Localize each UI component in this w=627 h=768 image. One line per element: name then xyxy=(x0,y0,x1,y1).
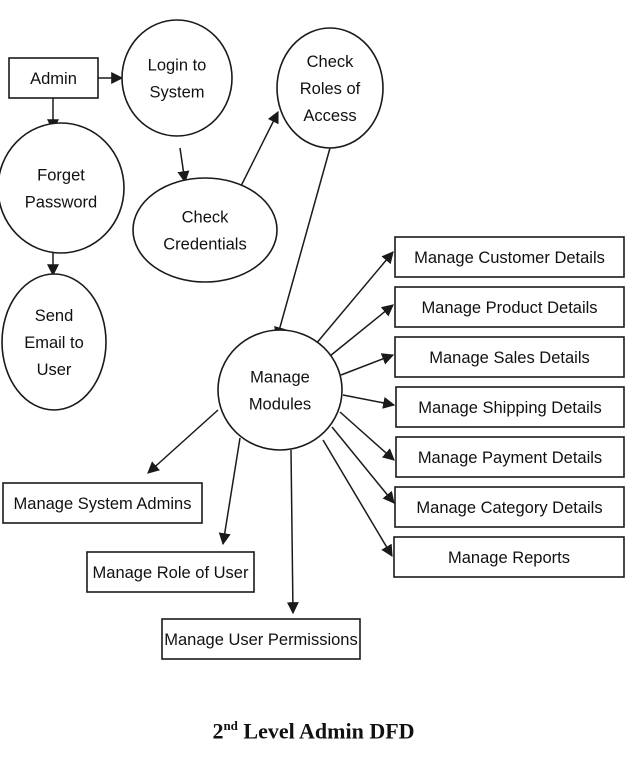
node-admin: Admin xyxy=(8,57,99,99)
check-credentials-label-line: Credentials xyxy=(163,236,246,254)
manage-modules-label-line: Manage xyxy=(250,369,310,387)
node-reports: Manage Reports xyxy=(393,536,625,578)
login-label-line: System xyxy=(149,84,204,102)
forget-password-label-line: Forget xyxy=(37,167,85,185)
manage-modules-process-circle xyxy=(217,329,343,451)
node-role-of-user: Manage Role of User xyxy=(86,551,255,593)
arrow-manage-modules-to-shipping-details xyxy=(342,394,396,409)
product-details-box xyxy=(394,286,625,328)
arrow-manage-modules-to-category-details xyxy=(331,426,395,504)
login-label-line: Login to xyxy=(148,57,207,75)
admin-label-line: Admin xyxy=(30,70,77,88)
node-product-details: Manage Product Details xyxy=(394,286,625,328)
check-roles-process-circle xyxy=(276,27,384,149)
role-of-user-label-line: Manage Role of User xyxy=(93,564,249,582)
arrow-manage-modules-to-customer-details xyxy=(314,251,394,346)
user-permissions-label-line: Manage User Permissions xyxy=(164,631,358,649)
node-user-permissions: Manage User Permissions xyxy=(161,618,361,660)
node-login: Login to System xyxy=(121,19,233,137)
category-details-box xyxy=(394,486,625,528)
forget-password-process-circle xyxy=(0,122,125,254)
send-email-label-line: Send xyxy=(35,307,74,325)
arrow-manage-modules-to-reports xyxy=(322,439,393,558)
customer-details-box xyxy=(394,236,625,278)
send-email-label-line: Email to xyxy=(24,334,84,352)
node-category-details: Manage Category Details xyxy=(394,486,625,528)
node-shipping-details: Manage Shipping Details xyxy=(395,386,625,428)
arrow-manage-modules-to-system-admins xyxy=(147,409,219,474)
send-email-label-line: User xyxy=(37,361,72,379)
node-payment-details: Manage Payment Details xyxy=(395,436,625,478)
sales-details-box xyxy=(394,336,625,378)
forget-password-label-line: Password xyxy=(25,194,97,212)
send-email-process-circle xyxy=(1,273,107,411)
payment-details-label-line: Manage Payment Details xyxy=(418,449,602,467)
reports-label-line: Manage Reports xyxy=(448,549,570,567)
payment-details-box xyxy=(395,436,625,478)
arrow-manage-modules-to-product-details xyxy=(329,304,394,357)
arrow-check-roles-to-manage-modules xyxy=(274,147,331,340)
arrow-manage-modules-to-role-of-user xyxy=(218,437,241,546)
arrow-manage-modules-to-sales-details xyxy=(340,353,395,376)
check-roles-label-line: Check xyxy=(307,53,355,71)
sales-details-label-line: Manage Sales Details xyxy=(429,349,590,367)
arrow-login-to-check-credentials xyxy=(177,147,190,184)
arrow-manage-modules-to-payment-details xyxy=(339,411,395,461)
customer-details-label-line: Manage Customer Details xyxy=(414,249,605,267)
manage-modules-label-line: Modules xyxy=(249,396,311,414)
reports-box xyxy=(393,536,625,578)
caption-text: Level Admin DFD xyxy=(237,718,415,744)
shipping-details-label-line: Manage Shipping Details xyxy=(418,399,601,417)
login-process-circle xyxy=(121,19,233,137)
system-admins-box xyxy=(2,482,203,524)
system-admins-label-line: Manage System Admins xyxy=(14,495,192,513)
edges-layer xyxy=(47,72,396,615)
caption-prefix: 2 xyxy=(212,718,224,744)
product-details-label-line: Manage Product Details xyxy=(421,299,597,317)
check-roles-label-line: Access xyxy=(303,107,356,125)
arrow-manage-modules-to-user-permissions xyxy=(286,449,299,615)
admin-box xyxy=(8,57,99,99)
node-system-admins: Manage System Admins xyxy=(2,482,203,524)
user-permissions-box xyxy=(161,618,361,660)
check-roles-label-line: Roles of xyxy=(300,80,361,98)
role-of-user-box xyxy=(86,551,255,593)
diagram-caption: 2nd Level Admin DFD xyxy=(0,718,627,744)
node-sales-details: Manage Sales Details xyxy=(394,336,625,378)
check-credentials-label-line: Check xyxy=(182,209,230,227)
arrow-check-credentials-to-check-roles xyxy=(239,110,279,189)
caption-superscript: nd xyxy=(223,718,238,733)
shipping-details-box xyxy=(395,386,625,428)
node-customer-details: Manage Customer Details xyxy=(394,236,625,278)
category-details-label-line: Manage Category Details xyxy=(416,499,602,517)
check-credentials-process-circle xyxy=(132,177,278,283)
